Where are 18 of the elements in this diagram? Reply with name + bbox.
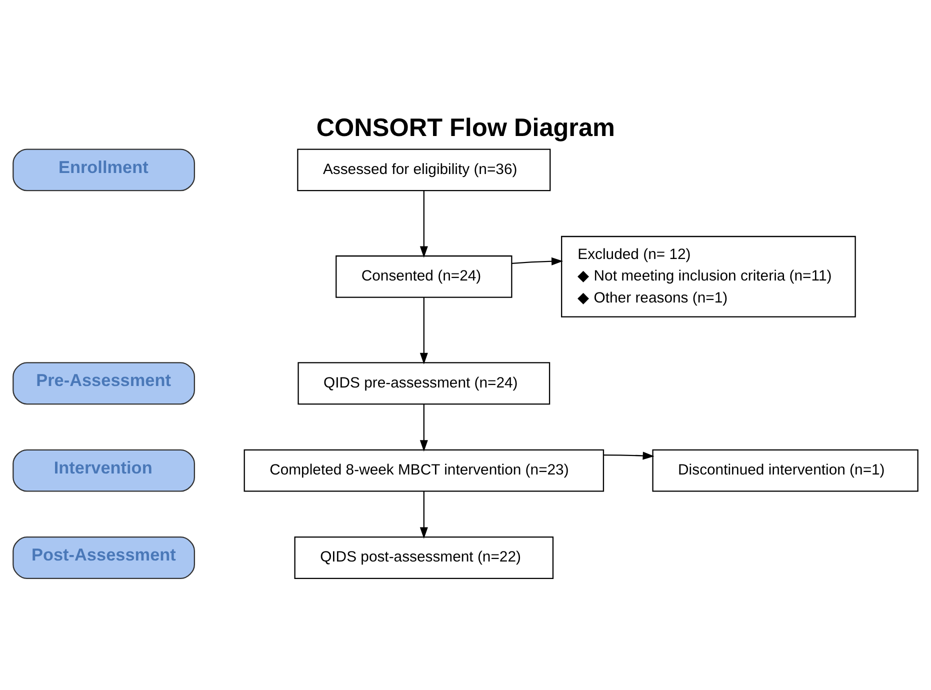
node-box: Assessed for eligibility (n=36) bbox=[297, 148, 551, 191]
arrow bbox=[420, 490, 428, 538]
arrow bbox=[420, 404, 428, 452]
arrow bbox=[420, 296, 428, 364]
arrow bbox=[512, 256, 564, 265]
node-box: Completed 8-week MBCT intervention (n=23) bbox=[244, 448, 604, 492]
diagram-title: CONSORT Flow Diagram bbox=[316, 114, 615, 142]
arrow bbox=[604, 451, 654, 460]
node-box: Excluded (n= 12) ◆ Not meeting inclusion criteria (n=11) ◆ Other reasons (n=1) bbox=[561, 235, 856, 317]
node-box: QIDS pre-assessment (n=24) bbox=[298, 362, 550, 404]
node-box: Discontinued intervention (n=1) bbox=[652, 448, 918, 492]
node-box: Consented (n=24) bbox=[336, 254, 512, 298]
node-box: Intervention bbox=[12, 448, 196, 492]
node-box: Enrollment bbox=[12, 148, 196, 191]
node-box: Post-Assessment bbox=[12, 536, 196, 578]
node-box: QIDS post-assessment (n=22) bbox=[294, 536, 554, 578]
arrow bbox=[420, 190, 428, 258]
node-box: Pre-Assessment bbox=[12, 362, 196, 404]
